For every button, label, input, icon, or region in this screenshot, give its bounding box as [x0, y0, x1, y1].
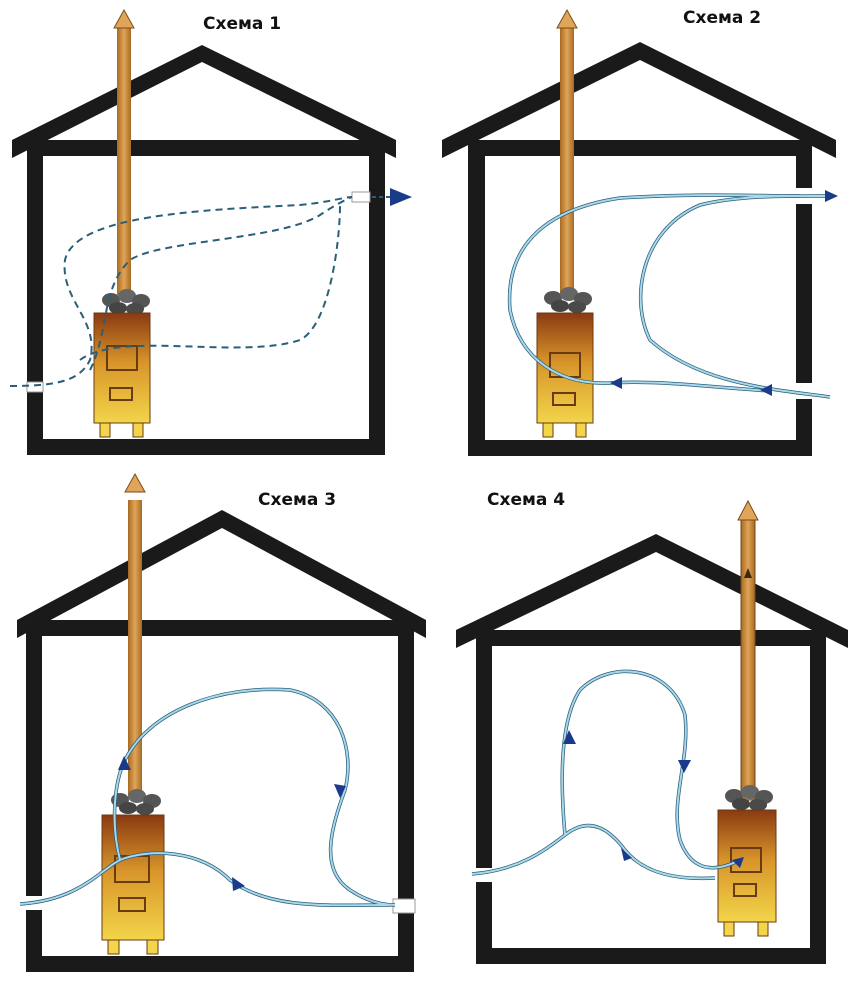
arrow-icon	[118, 756, 131, 770]
window-outlet	[392, 898, 416, 914]
sauna-stove	[101, 789, 165, 955]
air-flow	[471, 669, 741, 881]
arrow-icon	[334, 784, 346, 798]
scheme-3	[17, 472, 426, 972]
chimney-pipe	[128, 500, 142, 795]
ceiling-beam	[27, 140, 385, 156]
arrow-icon	[760, 384, 772, 396]
sauna-stove	[717, 785, 777, 937]
arrow-icon	[825, 190, 838, 202]
scheme-2	[442, 8, 838, 456]
roof	[456, 534, 848, 648]
window-inlet	[796, 383, 812, 399]
scheme-2-title: Схема 2	[683, 8, 762, 28]
scheme-4	[456, 499, 848, 964]
window-inlet	[26, 381, 44, 393]
arrow-icon	[610, 377, 622, 389]
chimney-pipe	[740, 519, 756, 801]
outlet-arrow-icon	[390, 188, 412, 206]
scheme-4-title: Схема 4	[487, 490, 566, 510]
sauna-stove	[93, 289, 151, 438]
arrow-icon	[563, 730, 576, 744]
air-flow-inner	[471, 670, 741, 880]
arrow-icon	[232, 877, 245, 891]
air-flow-inner	[19, 688, 396, 907]
chimney-pipe	[117, 25, 131, 295]
arrow-icon	[744, 568, 752, 578]
scheme-3-title: Схема 3	[258, 490, 337, 510]
chimney-pipe	[560, 25, 574, 295]
roof	[17, 510, 426, 638]
window-outlet	[351, 191, 371, 203]
arrow-icon	[732, 857, 744, 868]
chimney-cap	[124, 472, 146, 493]
air-flow	[19, 687, 396, 908]
scheme-1-title: Схема 1	[203, 14, 282, 34]
chimney-cap	[113, 8, 135, 29]
arrow-icon	[678, 760, 691, 773]
sauna-stove	[536, 287, 594, 438]
air-flow-dashed	[9, 196, 353, 387]
house-walls	[27, 140, 385, 455]
arrow-icon	[621, 848, 632, 861]
chimney-cap	[556, 8, 578, 29]
air-flow-inner	[508, 194, 831, 398]
house-walls	[26, 620, 414, 972]
chimney-cap	[737, 499, 759, 521]
scheme-1	[9, 8, 412, 455]
